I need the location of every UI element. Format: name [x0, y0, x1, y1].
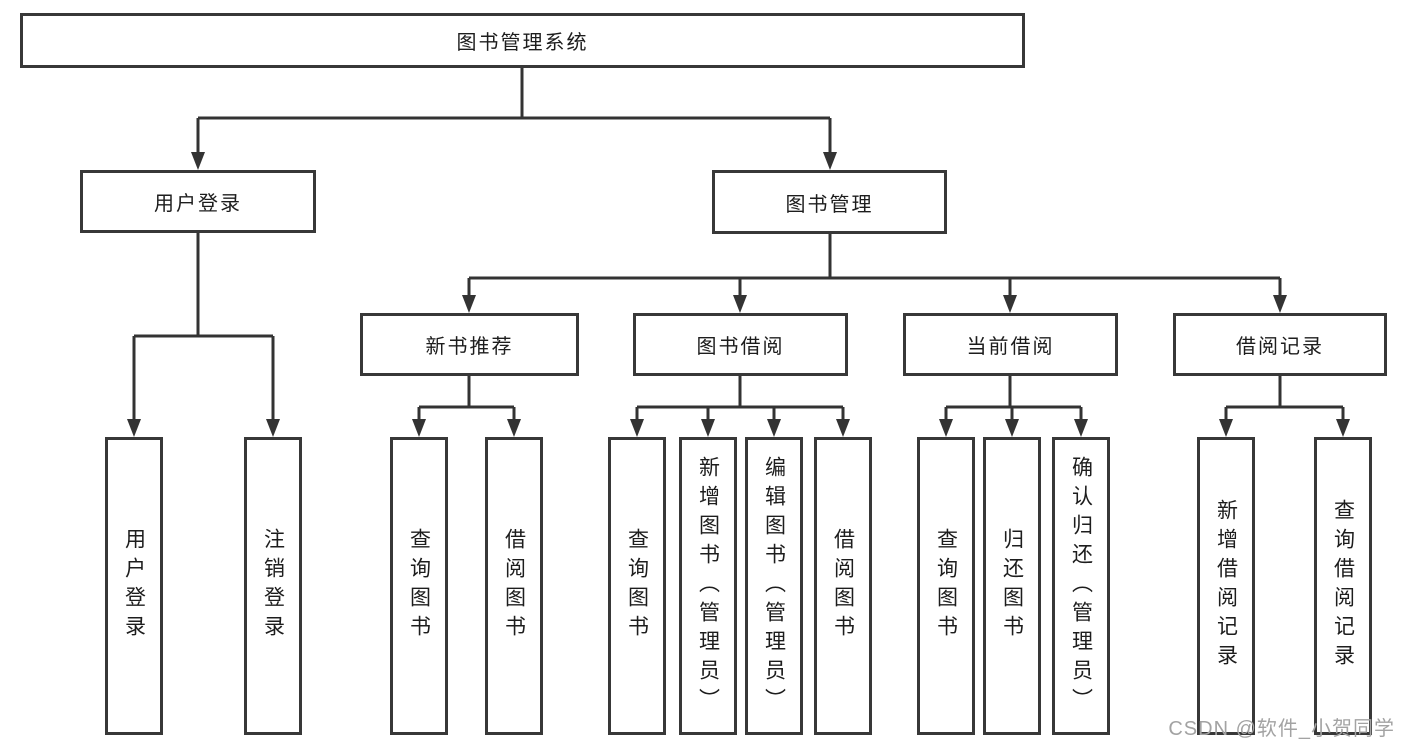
leaf-query-books-borrow: 查询图书: [608, 437, 666, 735]
node-label: 图书管理: [785, 193, 874, 216]
node-current-borrow: 当前借阅: [903, 313, 1118, 376]
leaf-label: 确认归还（管理员）: [1069, 455, 1093, 717]
node-label: 图书借阅: [696, 336, 785, 358]
leaf-label: 归还图书: [1000, 528, 1024, 644]
leaf-user-login: 用户登录: [105, 437, 163, 735]
leaf-label: 编辑图书（管理员）: [762, 455, 786, 717]
leaf-label: 查询借阅记录: [1331, 499, 1355, 673]
leaf-label: 新增借阅记录: [1214, 499, 1238, 673]
leaf-logout: 注销登录: [244, 437, 302, 735]
csdn-watermark: CSDN @软件_小贺同学: [1168, 718, 1395, 740]
leaf-label: 查询图书: [407, 528, 431, 644]
node-label: 当前借阅: [966, 336, 1055, 358]
leaf-label: 注销登录: [261, 528, 285, 644]
leaf-label: 用户登录: [122, 528, 146, 644]
leaf-edit-book-admin: 编辑图书（管理员）: [745, 437, 803, 735]
leaf-label: 借阅图书: [831, 528, 855, 644]
node-label: 图书管理系统: [456, 32, 589, 54]
node-book-borrow: 图书借阅: [633, 313, 848, 376]
leaf-borrow-books-recommend: 借阅图书: [485, 437, 543, 735]
leaf-label: 借阅图书: [502, 528, 526, 644]
leaf-label: 查询图书: [934, 528, 958, 644]
node-label: 新书推荐: [425, 336, 514, 358]
leaf-confirm-return-admin: 确认归还（管理员）: [1052, 437, 1110, 735]
node-book-management: 图书管理: [712, 170, 947, 234]
node-label: 借阅记录: [1236, 336, 1324, 358]
leaf-return-book: 归还图书: [983, 437, 1041, 735]
node-user-login: 用户登录: [80, 170, 316, 233]
node-new-book-recommend: 新书推荐: [360, 313, 579, 376]
leaf-borrow-books: 借阅图书: [814, 437, 872, 735]
leaf-query-borrow-record: 查询借阅记录: [1314, 437, 1372, 735]
node-library-system: 图书管理系统: [20, 13, 1025, 68]
node-borrow-records: 借阅记录: [1173, 313, 1387, 376]
leaf-add-borrow-record: 新增借阅记录: [1197, 437, 1255, 735]
leaf-add-book-admin: 新增图书（管理员）: [679, 437, 737, 735]
leaf-query-books-recommend: 查询图书: [390, 437, 448, 735]
leaf-label: 新增图书（管理员）: [696, 455, 720, 717]
node-label: 用户登录: [154, 193, 242, 215]
leaf-query-books-current: 查询图书: [917, 437, 975, 735]
leaf-label: 查询图书: [625, 528, 649, 644]
arrowheads: [127, 152, 1350, 437]
